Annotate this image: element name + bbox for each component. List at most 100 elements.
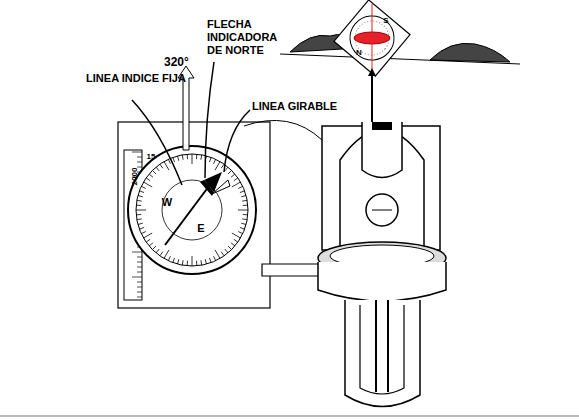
- leader-line: [132, 100, 182, 185]
- horizon-line: [280, 54, 520, 64]
- callout-label: LINEA INDICE FIJA: [86, 72, 186, 85]
- scale-tick: [132, 252, 142, 253]
- scale-tick: [137, 167, 142, 168]
- dial-tick: [138, 196, 143, 197]
- dial-face: [136, 154, 248, 266]
- dial-tick: [228, 170, 232, 174]
- dial-tick: [168, 159, 170, 164]
- dial-tick: [146, 178, 150, 181]
- dial-tick: [215, 162, 220, 171]
- dial-tick: [178, 156, 179, 161]
- hill: [430, 43, 510, 62]
- dial-tick: [152, 246, 156, 250]
- dial-tick: [238, 232, 243, 234]
- dial-tick: [200, 260, 202, 265]
- dial-tick: [221, 164, 224, 168]
- dial-bezel: [128, 146, 256, 274]
- top-compass: [334, 0, 410, 76]
- dial-tick: [243, 205, 248, 206]
- dial-tick: [228, 246, 232, 250]
- dial-tick: [215, 250, 220, 259]
- dial-tick: [152, 170, 156, 174]
- dial-tick: [234, 178, 238, 181]
- scale-number: 15: [144, 150, 158, 163]
- dial-tick: [137, 218, 142, 220]
- dial-tick: [214, 256, 216, 261]
- cardinal-letter: E: [194, 222, 208, 235]
- dial-tick: [187, 154, 188, 159]
- dial-tick: [136, 210, 146, 211]
- dial-tick: [136, 205, 141, 206]
- dial-tick: [173, 258, 175, 263]
- dial-tick: [238, 186, 243, 188]
- dial-tick: [238, 210, 248, 211]
- scale-tick: [137, 162, 142, 163]
- cardinal-letter: W: [160, 196, 174, 209]
- dial-tick: [137, 200, 142, 202]
- dial-tick: [192, 256, 193, 266]
- thumb-loop: [345, 300, 420, 407]
- callout-label: LINEA GIRABLE: [252, 100, 362, 113]
- leader-line: [205, 62, 214, 178]
- cardinal-letter: S: [380, 14, 392, 27]
- dial-tick: [225, 167, 228, 171]
- scale-tick: [137, 282, 142, 283]
- dial-tick: [182, 260, 184, 265]
- dial-tick: [146, 239, 150, 242]
- dial-tick: [209, 258, 211, 263]
- dial-tick: [214, 159, 216, 164]
- dial-tick: [240, 227, 245, 229]
- callout-label: FLECHA INDICADORA DE NORTE: [207, 18, 289, 57]
- dial-tick: [168, 256, 170, 261]
- dial-tick: [242, 200, 247, 202]
- dial-tick: [225, 249, 228, 253]
- dial-tick: [243, 214, 248, 215]
- dial-tick: [160, 164, 163, 168]
- dial-tick: [231, 174, 235, 177]
- scale-tick: [137, 292, 142, 293]
- dial-tick: [231, 243, 235, 246]
- dial-tick: [141, 186, 146, 188]
- dial-tick: [136, 214, 141, 215]
- dial-tick: [164, 162, 169, 171]
- dial-tick: [149, 174, 153, 177]
- dial-tick: [242, 218, 247, 220]
- compass-needle: [165, 178, 215, 245]
- scale-number: 2000: [128, 162, 141, 192]
- scale-tick: [137, 272, 142, 273]
- callout-line: [244, 120, 322, 140]
- dial-tick: [149, 243, 153, 246]
- dial-tick: [232, 233, 241, 238]
- scale-tick: [137, 267, 142, 268]
- compass-plate: [118, 122, 270, 308]
- lens-holder: [372, 122, 392, 130]
- lens: [366, 194, 398, 226]
- scale-tick: [137, 157, 142, 158]
- scale-tick: [137, 297, 142, 298]
- dial-tick: [164, 250, 169, 259]
- bearing-value: 320°: [164, 56, 204, 69]
- dial-tick: [192, 154, 193, 164]
- leader-line: [224, 110, 250, 172]
- dial-tick: [196, 261, 197, 266]
- sight-arrow: [371, 70, 373, 122]
- dial-tick: [139, 191, 144, 193]
- dial-tick: [178, 259, 179, 264]
- dial-tick: [144, 233, 153, 238]
- sight-slot: [362, 122, 402, 178]
- top-compass-plate: [334, 0, 410, 76]
- scale-tick: [132, 152, 142, 153]
- compass-case: [318, 262, 446, 301]
- dial-tick: [241, 196, 246, 197]
- scale-tick: [132, 277, 142, 278]
- cardinal-letter: N: [353, 46, 365, 59]
- dial-tick: [200, 155, 202, 160]
- dial-tick: [138, 223, 143, 224]
- dial-tick: [144, 182, 153, 187]
- dial-tick: [139, 227, 144, 229]
- dial-tick: [205, 259, 206, 264]
- dial-tick: [240, 191, 245, 193]
- sight-line: [372, 4, 373, 70]
- dial-tick: [234, 239, 238, 242]
